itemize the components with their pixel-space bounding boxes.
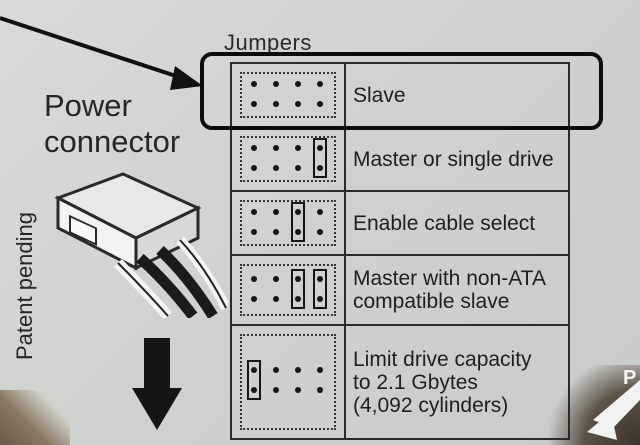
pin-diagram [232,64,346,126]
jumper-pin [273,209,279,215]
setting-description-line: (4,092 cylinders) [353,393,509,417]
setting-description: Enable cable select [346,192,568,254]
jumper-pin [273,387,279,393]
jumper-pin [273,101,279,107]
jumper-pin [251,209,257,215]
jumper-pin [251,387,257,393]
jumper-pin [317,145,323,151]
pin-block-outline [240,264,336,316]
pin-block-outline [240,334,336,430]
jumper-block [313,138,327,178]
table-row: Enable cable select [232,192,568,256]
jumpers-label: Jumpers [224,30,312,55]
setting-description: Master or single drive [346,128,568,190]
corner-arrow-icon: P [587,367,640,440]
slave-row-highlight [200,52,603,130]
setting-description-line: Slave [353,83,406,107]
jumper-pin [251,276,257,282]
jumper-pin [317,296,323,302]
jumper-pin [251,165,257,171]
jumper-pin [295,367,301,373]
jumper-pin [317,209,323,215]
jumper-pin [317,276,323,282]
jumper-pin [317,367,323,373]
jumper-pin [273,229,279,235]
jumper-pin [273,276,279,282]
patent-pending-label: Patent pending [12,211,37,360]
power-connector-icon [54,172,228,318]
pin-block-outline [240,72,336,118]
jumper-pin [295,165,301,171]
jumper-pin [295,229,301,235]
setting-description-line: to 2.1 Gbytes [353,370,478,394]
jumper-pin [317,101,323,107]
jumper-pin [317,81,323,87]
jumper-pin [317,387,323,393]
pin-diagram [232,256,346,324]
power-connector-label-line1: Power [44,88,132,123]
setting-description-line: compatible slave [353,290,510,313]
corner-text: P [623,367,636,389]
jumper-pin [251,81,257,87]
down-arrow-icon [132,338,182,430]
jumper-block [247,360,261,400]
jumper-pin [251,101,257,107]
jumper-pin [295,101,301,107]
power-connector-label-line2: connector [44,124,181,159]
background-corner-left [0,390,70,445]
jumper-pin [295,81,301,87]
setting-description-line: Limit drive capacity [353,347,532,371]
setting-description-line: Enable cable select [353,211,536,235]
jumper-pin [295,276,301,282]
jumper-pin [295,145,301,151]
jumper-pin [251,229,257,235]
jumper-pin [317,229,323,235]
jumper-pin [273,81,279,87]
jumper-pin [251,296,257,302]
setting-description: Slave [346,64,568,126]
jumper-block [291,202,305,242]
power-connector-label: Power connector [44,88,180,160]
pin-block-outline [240,136,336,182]
setting-description-line: Master with non-ATA [353,267,546,290]
jumper-pin [273,367,279,373]
jumper-pin [295,296,301,302]
jumper-pin [273,296,279,302]
jumper-pin [273,165,279,171]
pin-diagram [232,326,346,438]
jumper-block [291,269,305,309]
jumper-pin [251,367,257,373]
pin-block-outline [240,200,336,246]
jumper-pin [273,145,279,151]
jumper-pin [295,387,301,393]
table-row: Master or single drive [232,128,568,192]
jumper-pin [295,209,301,215]
jumper-pin [317,165,323,171]
jumper-block [313,269,327,309]
setting-description-line: Master or single drive [353,147,554,171]
jumper-pin [251,145,257,151]
pin-diagram [232,192,346,254]
pin-diagram [232,128,346,190]
